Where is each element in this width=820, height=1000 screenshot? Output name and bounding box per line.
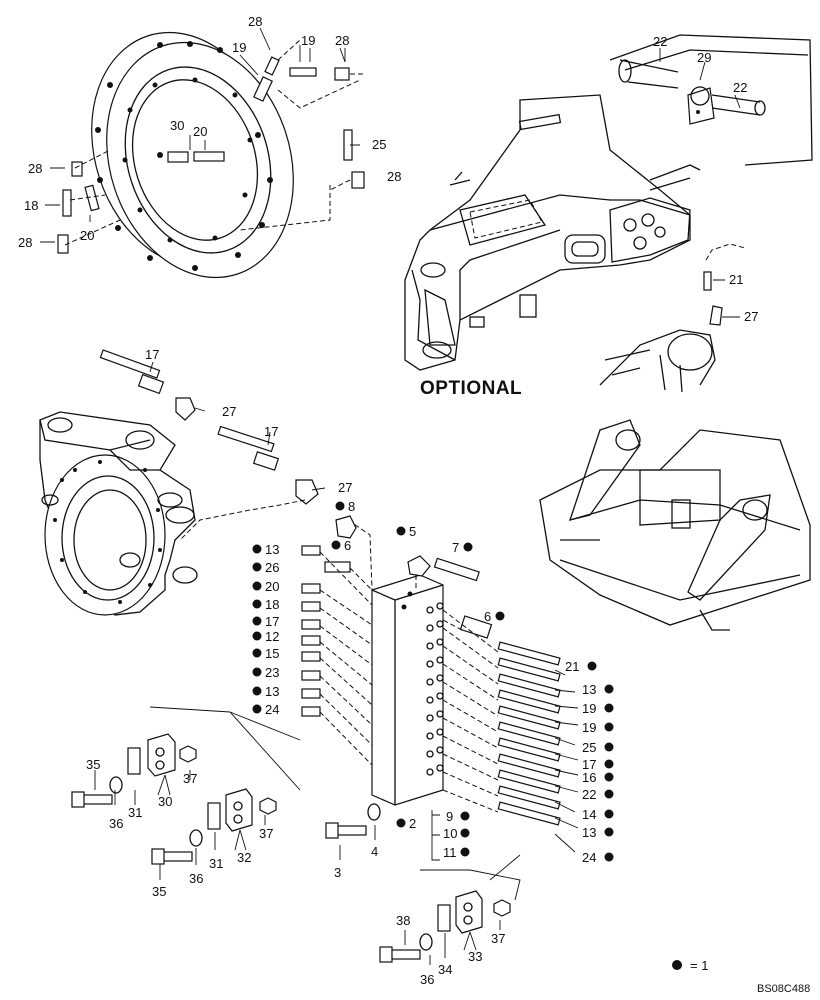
label-6a: 6 (344, 538, 351, 553)
label-22a: 22 (653, 34, 667, 49)
upper-frame (404, 34, 813, 371)
label-36a: 36 (109, 816, 123, 831)
lower-frame (539, 419, 811, 631)
legend-dot-icon (672, 960, 682, 970)
label-left-13a: 13 (265, 542, 279, 557)
label-r-16: 16 (582, 770, 596, 785)
label-32: 32 (237, 850, 251, 865)
label-20b: 20 (80, 228, 94, 243)
label-30b: 30 (158, 794, 172, 809)
label-34: 34 (438, 962, 452, 977)
label-28b: 28 (335, 33, 349, 48)
drawing-code: BS08C488 (757, 983, 810, 995)
label-left-17: 17 (265, 614, 279, 629)
top-fittings (335, 515, 493, 639)
label-27-top: 27 (744, 309, 758, 324)
label-36b: 36 (189, 871, 203, 886)
label-r-13a: 13 (582, 682, 596, 697)
label-2: 2 (409, 816, 416, 831)
label-17a: 17 (145, 347, 159, 362)
slewing-ring (91, 31, 294, 279)
label-9: 9 (446, 809, 453, 824)
right-callouts: 21 13 19 19 25 17 16 22 14 13 24 (565, 659, 614, 865)
label-20a: 20 (193, 124, 207, 139)
pin-clamp-29 (618, 59, 766, 125)
label-33: 33 (468, 949, 482, 964)
label-3: 3 (334, 865, 341, 880)
label-left-24: 24 (265, 702, 279, 717)
label-4: 4 (371, 844, 378, 859)
label-36c: 36 (420, 972, 434, 987)
label-35a: 35 (86, 757, 100, 772)
label-27a: 27 (222, 404, 236, 419)
label-11: 11 (443, 845, 457, 860)
ring-fittings (57, 39, 365, 254)
legend-text: = 1 (690, 958, 708, 973)
label-35b: 35 (152, 884, 166, 899)
optional-detail (599, 243, 746, 393)
label-left-23: 23 (265, 665, 279, 680)
clamp-set-middle (151, 788, 277, 865)
label-8: 8 (348, 499, 355, 514)
label-left-13b: 13 (265, 684, 279, 699)
distributor-block (371, 574, 444, 806)
optional-label: OPTIONAL (420, 378, 522, 399)
left-fittings (301, 519, 373, 766)
label-29: 29 (697, 50, 711, 65)
label-37c: 37 (491, 931, 505, 946)
label-r-13b: 13 (582, 825, 596, 840)
clamp-set-bottom (379, 890, 511, 963)
label-7: 7 (452, 540, 459, 555)
label-28c: 28 (387, 169, 401, 184)
label-31b: 31 (209, 856, 223, 871)
label-r-19a: 19 (582, 701, 596, 716)
label-31a: 31 (128, 805, 142, 820)
leader-lines (40, 27, 741, 965)
right-hoses (442, 609, 561, 826)
label-r-17: 17 (582, 757, 596, 772)
callout-labels: 28 19 19 28 25 28 30 20 28 18 20 28 22 2… (18, 14, 758, 624)
label-left-26: 26 (265, 560, 279, 575)
block-bolt (325, 803, 381, 839)
label-5: 5 (409, 524, 416, 539)
axle-housing (39, 411, 198, 616)
label-6b: 6 (484, 609, 491, 624)
label-37b: 37 (259, 826, 273, 841)
label-19a: 19 (232, 40, 246, 55)
label-10: 10 (443, 826, 457, 841)
label-left-20: 20 (265, 579, 279, 594)
label-left-18: 18 (265, 597, 279, 612)
label-17b: 17 (264, 424, 278, 439)
label-27b: 27 (338, 480, 352, 495)
label-37a: 37 (183, 771, 197, 786)
label-28a: 28 (248, 14, 262, 29)
label-21-top: 21 (729, 272, 743, 287)
label-left-15: 15 (265, 646, 279, 661)
label-r-19b: 19 (582, 720, 596, 735)
clamp-set-left (71, 733, 197, 808)
label-18: 18 (24, 198, 38, 213)
label-r-14: 14 (582, 807, 596, 822)
label-28e: 28 (18, 235, 32, 250)
label-19b: 19 (301, 33, 315, 48)
label-left-12: 12 (265, 629, 279, 644)
grease-lines-17 (99, 349, 319, 541)
label-r-21: 21 (565, 659, 579, 674)
label-38: 38 (396, 913, 410, 928)
left-callouts: 13 26 20 18 17 12 15 23 13 24 (252, 542, 279, 717)
label-r-25: 25 (582, 740, 596, 755)
label-25: 25 (372, 137, 386, 152)
lower-callouts: 9 10 11 2 3 4 35 36 31 30 37 31 32 37 35… (86, 757, 505, 987)
label-28d: 28 (28, 161, 42, 176)
label-30: 30 (170, 118, 184, 133)
label-r-24: 24 (582, 850, 596, 865)
label-r-22: 22 (582, 787, 596, 802)
label-22b: 22 (733, 80, 747, 95)
